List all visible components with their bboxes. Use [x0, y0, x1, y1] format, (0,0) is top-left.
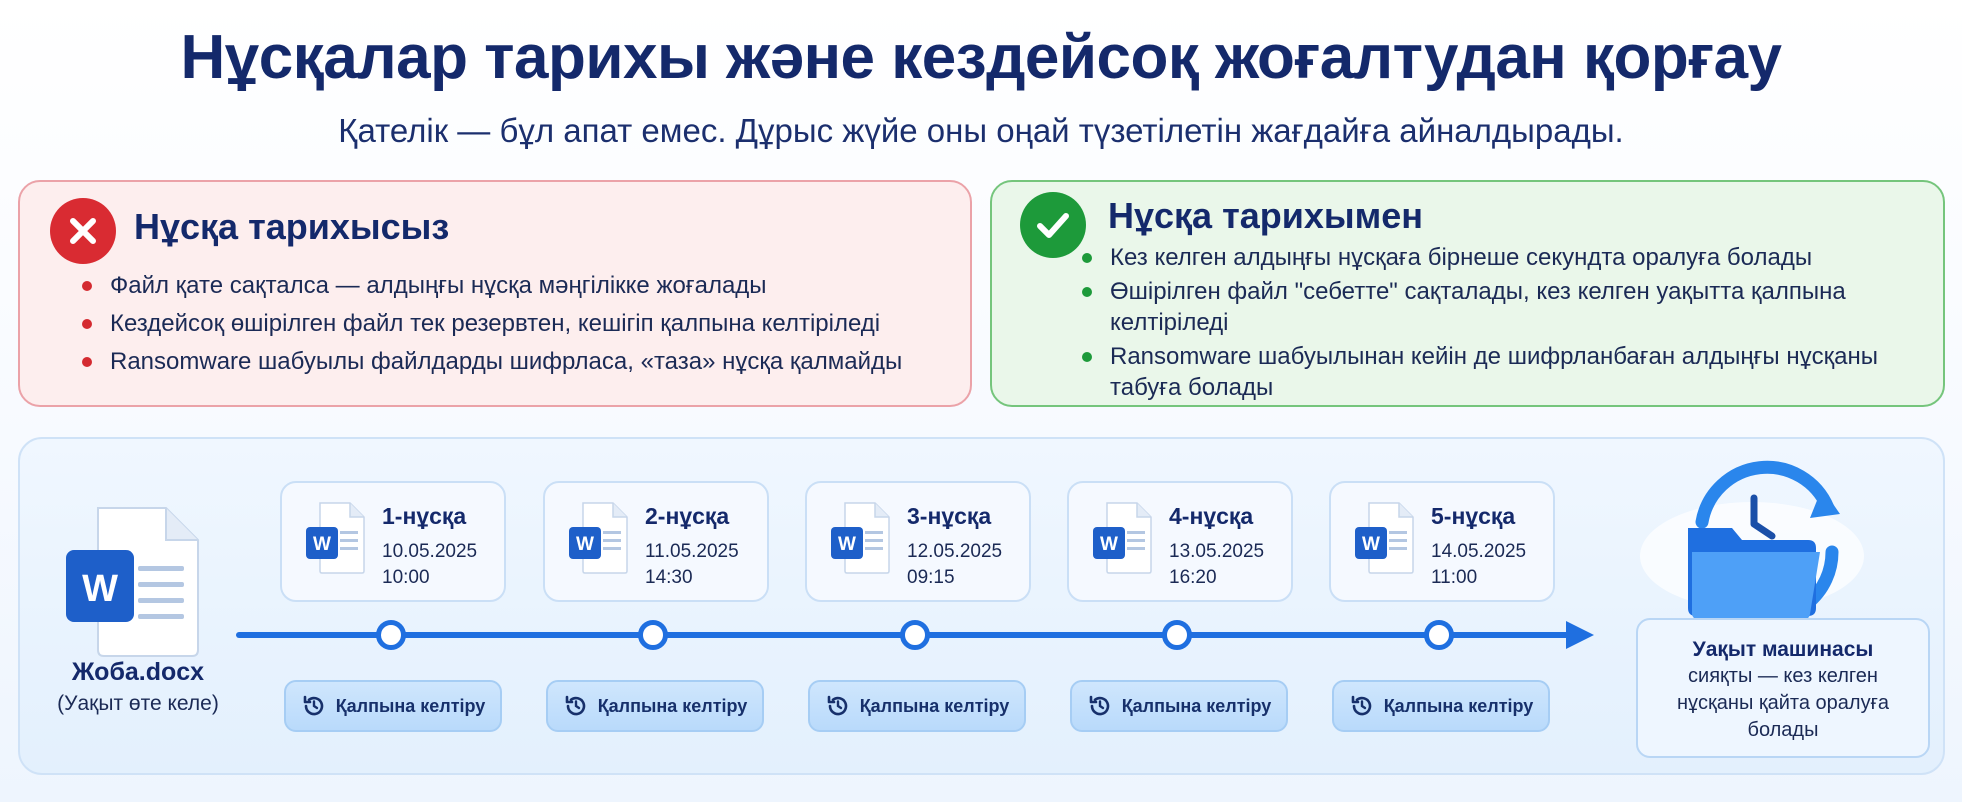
- time-machine-text: сияқты — кез келген нұсқаны қайта оралуғ…: [1676, 665, 1889, 741]
- version-card-5[interactable]: W 5-нұсқа 14.05.2025 11:00: [1329, 481, 1555, 602]
- version-card-4[interactable]: W 4-нұсқа 13.05.2025 16:20: [1067, 481, 1293, 602]
- version-time: 11:00: [1431, 567, 1478, 588]
- history-icon: [1089, 695, 1109, 716]
- history-icon: [1351, 695, 1371, 716]
- restore-button-label: Қалпына келтіру: [1121, 695, 1272, 716]
- without-history-card: Нұсқа тарихысыз Файл қате сақталса — алд…: [18, 180, 972, 407]
- timeline-node-1[interactable]: [376, 620, 406, 650]
- folder-clock-icon: [1640, 460, 1864, 625]
- list-item: Файл қате сақталса — алдыңғы нұсқа мәңгі…: [82, 270, 962, 301]
- source-file-note: (Уақыт өте келе): [57, 692, 219, 715]
- list-item: Ransomware шабуылынан кейін де шифрланба…: [1082, 341, 1932, 403]
- version-name: 3-нұсқа: [907, 503, 992, 529]
- word-document-icon: W: [306, 502, 365, 574]
- list-item: Ransomware шабуылы файлдарды шифрласа, «…: [82, 346, 962, 377]
- version-date: 12.05.2025: [907, 541, 1003, 562]
- restore-button-label: Қалпына келтіру: [859, 695, 1010, 716]
- version-time: 16:20: [1169, 567, 1217, 588]
- version-name: 2-нұсқа: [645, 503, 730, 529]
- svg-text:W: W: [1362, 534, 1380, 555]
- version-time: 14:30: [645, 567, 693, 588]
- word-document-icon: W: [1355, 502, 1414, 574]
- list-item: Кез келген алдыңғы нұсқаға бірнеше секун…: [1082, 242, 1932, 273]
- version-time: 09:15: [907, 567, 955, 588]
- restore-button-label: Қалпына келтіру: [1383, 695, 1534, 716]
- with-history-list: Кез келген алдыңғы нұсқаға бірнеше секун…: [1082, 242, 1932, 406]
- without-history-list: Файл қате сақталса — алдыңғы нұсқа мәңгі…: [82, 270, 962, 384]
- timeline-arrow-icon: [1566, 621, 1594, 649]
- svg-text:W: W: [1100, 534, 1118, 555]
- timeline-node-4[interactable]: [1162, 620, 1192, 650]
- time-machine-title: Уақыт машинасы: [1692, 638, 1874, 661]
- history-icon: [303, 695, 323, 716]
- restore-button-3[interactable]: Қалпына келтіру: [808, 680, 1026, 732]
- timeline-node-3[interactable]: [900, 620, 930, 650]
- list-item: Өшірілген файл "себетте" сақталады, кез …: [1082, 276, 1932, 338]
- version-name: 5-нұсқа: [1431, 503, 1516, 529]
- version-card-3[interactable]: W 3-нұсқа 12.05.2025 09:15: [805, 481, 1031, 602]
- restore-button-1[interactable]: Қалпына келтіру: [284, 680, 502, 732]
- svg-text:W: W: [838, 534, 856, 555]
- version-date: 14.05.2025: [1431, 541, 1527, 562]
- check-icon: [1020, 192, 1086, 258]
- source-file-name: Жоба.docx: [71, 658, 205, 686]
- version-card-1[interactable]: W 1-нұсқа 10.05.2025 10:00: [280, 481, 506, 602]
- version-name: 4-нұсқа: [1169, 503, 1254, 529]
- with-history-card: Нұсқа тарихымен Кез келген алдыңғы нұсқа…: [990, 180, 1945, 407]
- version-name: 1-нұсқа: [382, 503, 467, 529]
- word-document-icon: W: [60, 500, 210, 660]
- x-icon: [50, 198, 116, 264]
- timeline-node-2[interactable]: [638, 620, 668, 650]
- svg-text:W: W: [82, 568, 118, 610]
- with-history-title: Нұсқа тарихымен: [1108, 195, 1424, 236]
- version-card-2[interactable]: W 2-нұсқа 11.05.2025 14:30: [543, 481, 769, 602]
- version-date: 13.05.2025: [1169, 541, 1265, 562]
- history-icon: [565, 695, 585, 716]
- restore-button-label: Қалпына келтіру: [335, 695, 486, 716]
- word-document-icon: W: [831, 502, 890, 574]
- version-date: 10.05.2025: [382, 541, 478, 562]
- history-icon: [827, 695, 847, 716]
- word-document-icon: W: [569, 502, 628, 574]
- page-title: Нұсқалар тарихы және кездейсоқ жоғалтуда…: [180, 23, 1782, 92]
- svg-text:W: W: [576, 534, 594, 555]
- without-history-title: Нұсқа тарихысыз: [134, 206, 450, 247]
- restore-button-4[interactable]: Қалпына келтіру: [1070, 680, 1288, 732]
- restore-button-5[interactable]: Қалпына келтіру: [1332, 680, 1550, 732]
- version-time: 10:00: [382, 567, 430, 588]
- page-subtitle: Қателік — бұл апат емес. Дұрыс жүйе оны …: [338, 112, 1624, 149]
- timeline-node-5[interactable]: [1424, 620, 1454, 650]
- svg-text:W: W: [313, 534, 331, 555]
- version-date: 11.05.2025: [645, 541, 739, 562]
- restore-button-2[interactable]: Қалпына келтіру: [546, 680, 764, 732]
- word-document-icon: W: [1093, 502, 1152, 574]
- restore-button-label: Қалпына келтіру: [597, 695, 748, 716]
- time-machine-box: Уақыт машинасы сияқты — кез келген нұсқа…: [1636, 618, 1930, 758]
- list-item: Кездейсоқ өшірілген файл тек резервтен, …: [82, 308, 962, 339]
